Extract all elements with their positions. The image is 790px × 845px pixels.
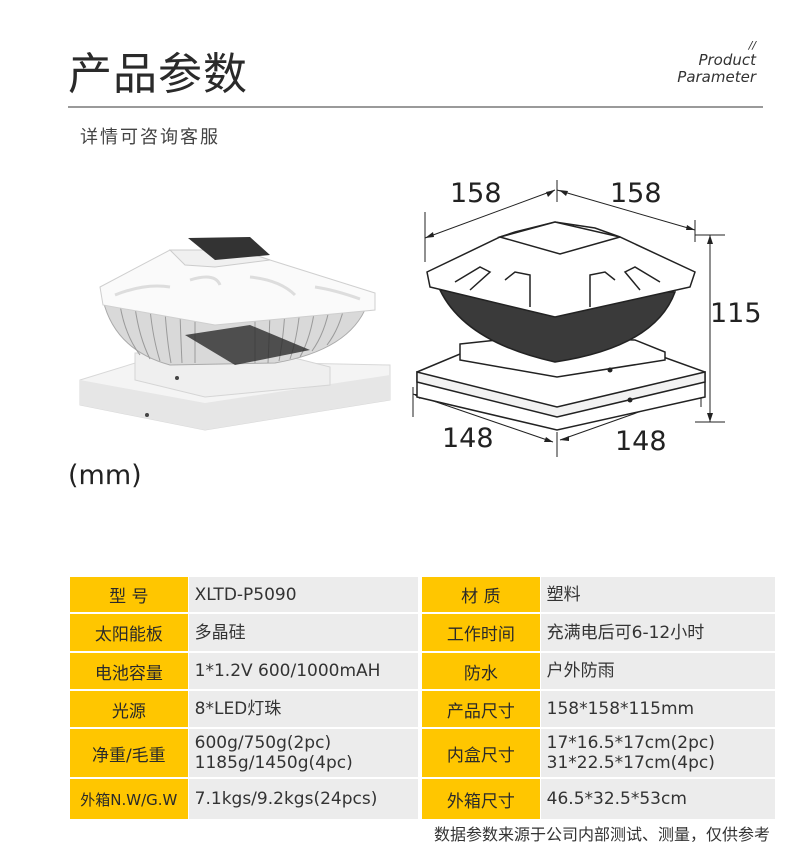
spec-value: 158*158*115mm — [540, 691, 775, 727]
english-title-line2: Parameter — [677, 68, 756, 86]
spec-row: 型 号 XLTD-P5090 材 质 塑料 — [70, 577, 775, 612]
spec-row: 外箱N.W/G.W 7.1kgs/9.2kgs(24pcs) 外箱尺寸 46.5… — [70, 779, 775, 819]
spec-label: 材 质 — [422, 577, 540, 612]
spec-label: 电池容量 — [70, 653, 188, 689]
dim-bottom-right: 148 — [615, 426, 667, 457]
spec-label: 内盒尺寸 — [422, 729, 540, 777]
spec-value: 多晶硅 — [188, 614, 418, 651]
spec-value-line: 17*16.5*17cm(2pc) — [546, 733, 715, 753]
dim-bottom-left: 148 — [442, 423, 494, 454]
english-title-line1: Product — [698, 51, 756, 69]
spec-value: 600g/750g(2pc) 1185g/1450g(4pc) — [188, 729, 418, 777]
spec-value-line: 600g/750g(2pc) — [194, 733, 332, 753]
spec-label: 净重/毛重 — [70, 729, 188, 777]
spec-value: 塑料 — [540, 577, 775, 612]
spec-label: 外箱N.W/G.W — [70, 779, 188, 819]
spec-row: 净重/毛重 600g/750g(2pc) 1185g/1450g(4pc) 内盒… — [70, 729, 775, 777]
spec-value: 46.5*32.5*53cm — [540, 779, 775, 819]
spec-value: 户外防雨 — [540, 653, 775, 689]
spec-value: 8*LED灯珠 — [188, 691, 418, 727]
spec-label: 防水 — [422, 653, 540, 689]
spec-label: 工作时间 — [422, 614, 540, 651]
dimension-drawing: 158 158 115 148 148 — [412, 178, 762, 457]
header-divider — [68, 106, 763, 108]
page-title: 产品参数 — [68, 49, 248, 100]
spec-label: 光源 — [70, 691, 188, 727]
spec-value: 17*16.5*17cm(2pc) 31*22.5*17cm(4pc) — [540, 729, 775, 777]
dim-height: 115 — [710, 298, 762, 329]
spec-label: 外箱尺寸 — [422, 779, 540, 819]
subtitle: 详情可咨询客服 — [80, 127, 220, 148]
spec-value-line: 31*22.5*17cm(4pc) — [546, 753, 715, 773]
spec-row: 电池容量 1*1.2V 600/1000mAH 防水 户外防雨 — [70, 653, 775, 689]
dim-top-right: 158 — [610, 178, 662, 209]
spec-label: 产品尺寸 — [422, 691, 540, 727]
disclaimer: 数据参数来源于公司内部测试、测量，仅供参考 — [433, 825, 770, 844]
spec-row: 光源 8*LED灯珠 产品尺寸 158*158*115mm — [70, 691, 775, 727]
product-photo — [79, 237, 391, 431]
spec-label: 型 号 — [70, 577, 188, 612]
dim-top-left: 158 — [450, 178, 502, 209]
spec-table: 型 号 XLTD-P5090 材 质 塑料 太阳能板 多晶硅 工作时间 充满电后… — [70, 577, 775, 821]
spec-row: 太阳能板 多晶硅 工作时间 充满电后可6-12小时 — [70, 614, 775, 651]
spec-value: XLTD-P5090 — [188, 577, 418, 612]
unit-label: (mm) — [68, 460, 142, 491]
spec-value: 充满电后可6-12小时 — [540, 614, 775, 651]
spec-value: 1*1.2V 600/1000mAH — [188, 653, 418, 689]
spec-label: 太阳能板 — [70, 614, 188, 651]
spec-value-line: 1185g/1450g(4pc) — [194, 753, 353, 773]
spec-value: 7.1kgs/9.2kgs(24pcs) — [188, 779, 418, 819]
slash-mark: // — [748, 39, 756, 52]
english-title: // Product Parameter — [677, 40, 756, 86]
